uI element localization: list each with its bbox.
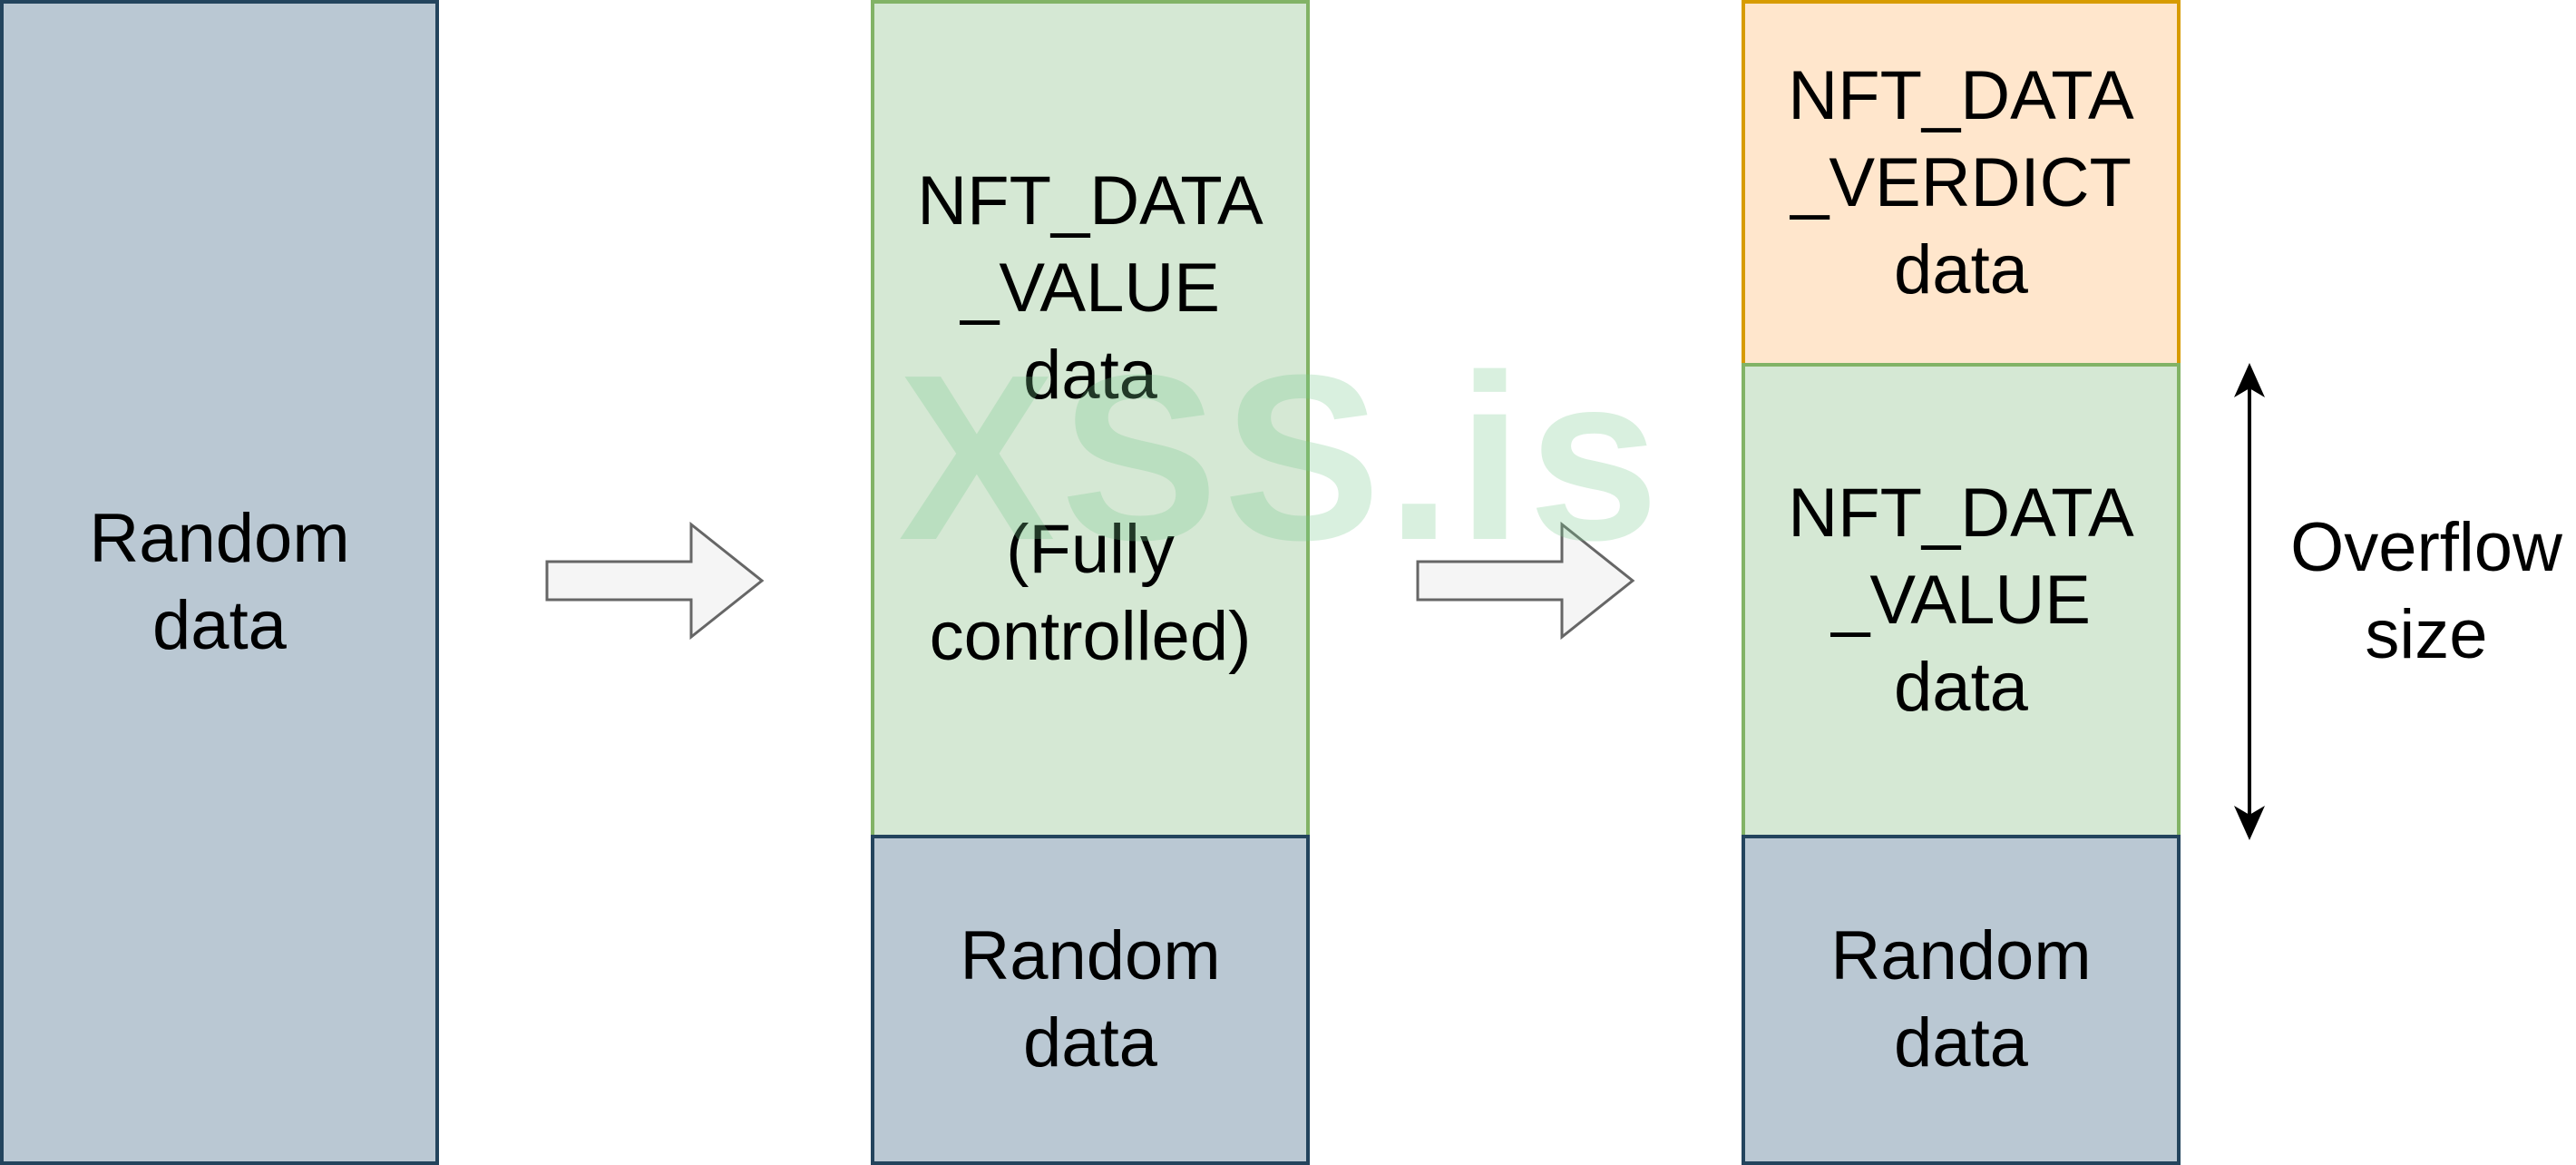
stage3-random-data-label: Random data: [1830, 917, 2092, 1082]
stage2-random-data-block: Random data: [871, 835, 1310, 1165]
right-arrow-icon: [545, 522, 765, 640]
right-arrow-icon: [1416, 522, 1635, 640]
overflow-size-label: Overflow size: [2290, 509, 2562, 673]
stage2-value-data-label: NFT_DATA _VALUE data (Fully controlled): [917, 162, 1264, 675]
stage1-random-data-label: Random data: [89, 500, 350, 664]
stage3-random-data-block: Random data: [1742, 835, 2181, 1165]
stage1-random-data-block: Random data: [0, 0, 439, 1165]
stage3-value-data-block: NFT_DATA _VALUE data: [1742, 363, 2181, 838]
stage3-verdict-data-label: NFT_DATA _VERDICT data: [1788, 57, 2134, 308]
stage3-verdict-data-block: NFT_DATA _VERDICT data: [1742, 0, 2181, 367]
stage2-random-data-label: Random data: [960, 917, 1221, 1082]
stage3-value-data-label: NFT_DATA _VALUE data: [1788, 475, 2134, 726]
double-headed-arrow-icon: [2234, 363, 2265, 840]
stage2-value-data-block: NFT_DATA _VALUE data (Fully controlled): [871, 0, 1310, 838]
